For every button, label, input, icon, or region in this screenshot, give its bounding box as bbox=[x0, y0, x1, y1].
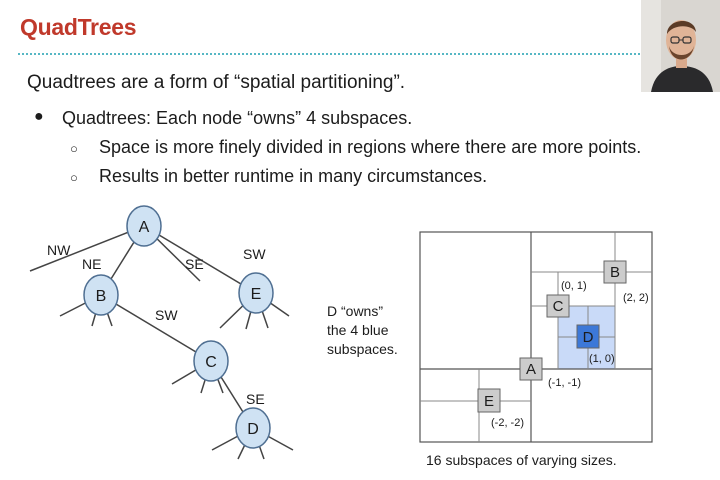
intro-text: Quadtrees are a form of “spatial partiti… bbox=[27, 72, 406, 93]
point-label: E bbox=[484, 393, 494, 410]
ownership-note: D “owns” the 4 blue subspaces. bbox=[327, 302, 398, 359]
quadtree-diagram: NW NE SE SW SW SE A B E C D bbox=[29, 205, 294, 460]
point-e bbox=[477, 388, 501, 413]
coord-label: (1, 0) bbox=[589, 353, 615, 365]
tree-node-e bbox=[238, 272, 274, 314]
tree-node-label: B bbox=[96, 288, 107, 305]
edge-label-nw: NW bbox=[47, 242, 71, 258]
edge-label-se: SE bbox=[185, 256, 204, 272]
tree-edge bbox=[100, 294, 212, 362]
edge-label-ne: NE bbox=[82, 256, 101, 272]
edge-label-se: SE bbox=[246, 391, 265, 407]
title-divider bbox=[18, 53, 640, 55]
point-label: B bbox=[610, 264, 620, 281]
sub-bullet-text: Results in better runtime in many circum… bbox=[99, 166, 488, 186]
note-line: D “owns” bbox=[327, 303, 384, 319]
coord-label: (-1, -1) bbox=[548, 377, 581, 389]
tree-node-a bbox=[126, 205, 162, 247]
point-label: D bbox=[583, 329, 594, 346]
point-label: C bbox=[553, 298, 564, 315]
coord-label: (-2, -2) bbox=[491, 417, 524, 429]
bullet-marker: ● bbox=[34, 108, 44, 125]
sub-bullet-marker: ○ bbox=[70, 141, 78, 156]
tree-node-label: A bbox=[139, 219, 150, 236]
note-line: the 4 blue bbox=[327, 322, 389, 338]
presenter-image bbox=[641, 0, 720, 92]
tree-node-label: D bbox=[247, 421, 259, 438]
sub-bullet-marker: ○ bbox=[70, 170, 78, 185]
coord-label: (2, 2) bbox=[623, 292, 649, 304]
slide-title: QuadTrees bbox=[20, 14, 137, 40]
tree-edge bbox=[29, 225, 145, 272]
tree-edge bbox=[143, 225, 257, 294]
note-line: subspaces. bbox=[327, 341, 398, 357]
point-c bbox=[546, 294, 570, 318]
tree-node-label: C bbox=[205, 354, 217, 371]
tree-node-d bbox=[235, 407, 271, 449]
spatial-partition-grid: B C D A E (2, 2) (0, 1) (1, 0) (-1, -1) … bbox=[419, 231, 653, 443]
point-d bbox=[576, 324, 600, 349]
point-label: A bbox=[526, 361, 536, 378]
edge-label-sw: SW bbox=[243, 246, 266, 262]
point-b bbox=[603, 260, 627, 284]
sub-bullet-text: Space is more finely divided in regions … bbox=[99, 137, 642, 157]
point-a bbox=[519, 357, 543, 381]
presenter-webcam bbox=[641, 0, 720, 92]
tree-node-c bbox=[193, 340, 229, 382]
coord-label: (0, 1) bbox=[561, 280, 587, 292]
grid-caption: 16 subspaces of varying sizes. bbox=[426, 452, 617, 468]
bullet-text: Quadtrees: Each node “owns” 4 subspaces. bbox=[62, 108, 413, 128]
tree-node-b bbox=[83, 274, 119, 316]
tree-node-label: E bbox=[251, 286, 262, 303]
edge-label-sw: SW bbox=[155, 307, 178, 323]
